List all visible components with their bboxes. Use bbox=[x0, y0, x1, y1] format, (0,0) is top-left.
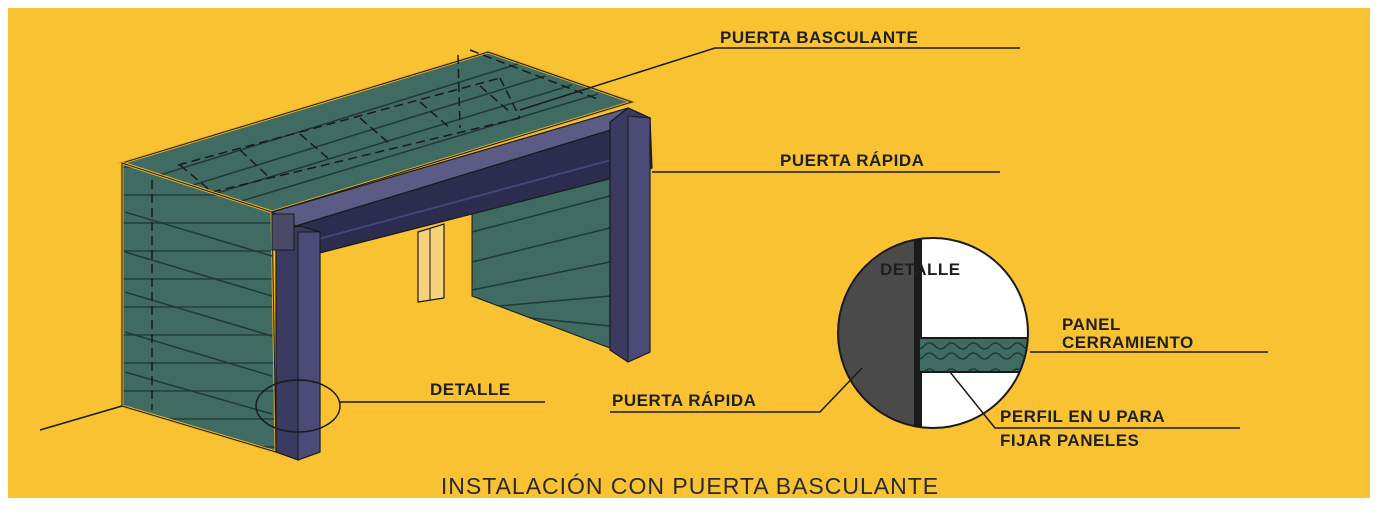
rapid-door-frame bbox=[270, 107, 653, 461]
label-perfil-line2: FIJAR PANELES bbox=[1000, 431, 1139, 450]
label-puerta-basculante: PUERTA BASCULANTE bbox=[720, 28, 918, 47]
label-detalle-left: DETALLE bbox=[430, 380, 511, 399]
detail-inset bbox=[837, 237, 1029, 429]
leader-puerta-rapida-detail bbox=[610, 367, 863, 413]
leader-puerta-basculante bbox=[519, 47, 1020, 111]
back-post bbox=[417, 223, 445, 303]
label-puerta-rapida: PUERTA RÁPIDA bbox=[780, 151, 924, 170]
label-panel-line1: PANEL bbox=[1062, 315, 1121, 334]
caption: INSTALACIÓN CON PUERTA BASCULANTE bbox=[441, 473, 939, 499]
detail-marker-circle bbox=[255, 379, 341, 433]
ground-line bbox=[39, 405, 123, 431]
label-panel-line2: CERRAMIENTO bbox=[1062, 333, 1194, 352]
label-detalle-title: DETALLE bbox=[880, 260, 961, 279]
left-wall-panel bbox=[120, 160, 278, 455]
label-puerta-rapida-detail: PUERTA RÁPIDA bbox=[612, 391, 756, 410]
right-wall-panel bbox=[471, 167, 611, 349]
leader-perfil bbox=[949, 371, 1240, 429]
label-perfil-line1: PERFIL EN U PARA bbox=[1000, 407, 1165, 426]
